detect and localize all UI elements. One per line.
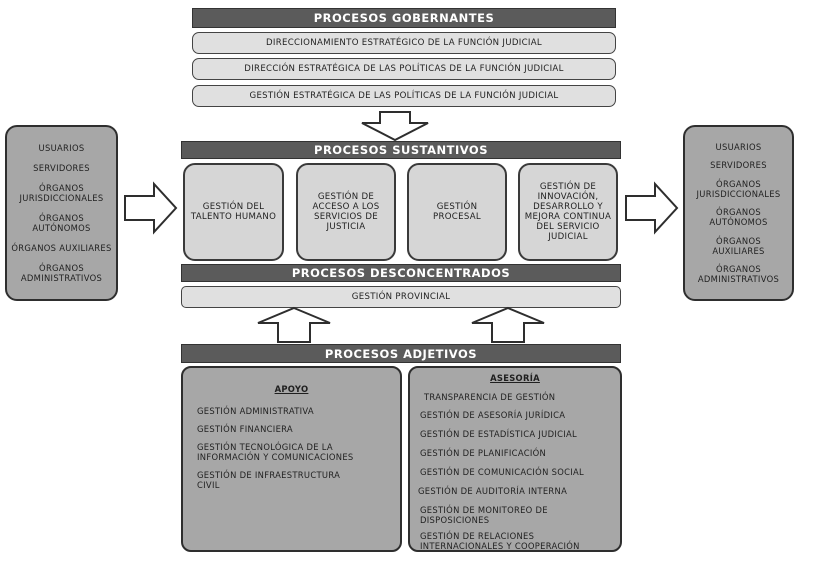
asesoria-item: GESTIÓN DE PLANIFICACIÓN [420, 448, 547, 458]
asesoria-item: GESTIÓN DE MONITOREO DE DISPOSICIONES [420, 505, 548, 525]
left-item: ÓRGANOS AUTÓNOMOS [32, 213, 91, 233]
panel-asesoria: ASESORÍA TRANSPARENCIA DE GESTIÓN GESTIÓ… [408, 366, 622, 552]
box-gestion-procesal: GESTIÓN PROCESAL [407, 163, 507, 261]
apoyo-item: GESTIÓN FINANCIERA [197, 424, 293, 434]
up-arrow-icon [471, 306, 545, 343]
right-arrow-icon [625, 181, 679, 235]
right-item: ÓRGANOS AUTÓNOMOS [709, 207, 768, 228]
header-procesos-adjetivos: PROCESOS ADJETIVOS [181, 344, 621, 363]
up-arrow-icon [257, 306, 331, 343]
box-acceso-justicia: GESTIÓN DE ACCESO A LOS SERVICIOS DE JUS… [296, 163, 396, 261]
gobernante-item-gestion: GESTIÓN ESTRATÉGICA DE LAS POLÍTICAS DE … [192, 85, 616, 107]
header-procesos-desconcentrados: PROCESOS DESCONCENTRADOS [181, 264, 621, 282]
asesoria-item: TRANSPARENCIA DE GESTIÓN [424, 392, 556, 402]
asesoria-item: GESTIÓN DE ASESORÍA JURÍDICA [420, 410, 566, 420]
asesoria-item: GESTIÓN DE RELACIONES INTERNACIONALES Y … [420, 531, 580, 551]
left-item: SERVIDORES [33, 163, 90, 173]
left-item: ÓRGANOS AUXILIARES [11, 243, 112, 253]
left-item: USUARIOS [38, 143, 85, 153]
down-arrow-icon [361, 111, 429, 142]
right-item: ÓRGANOS AUXILIARES [712, 235, 765, 256]
panel-apoyo: APOYO GESTIÓN ADMINISTRATIVA GESTIÓN FIN… [181, 366, 402, 552]
right-arrow-icon [124, 181, 178, 235]
apoyo-item: GESTIÓN ADMINISTRATIVA [197, 406, 314, 416]
right-stakeholders-panel: USUARIOS SERVIDORES ÓRGANOS JURISDICCION… [683, 125, 794, 301]
apoyo-item: GESTIÓN DE INFRAESTRUCTURA CIVIL [197, 470, 341, 490]
right-item: USUARIOS [715, 141, 762, 152]
desconcentrado-gestion-provincial: GESTIÓN PROVINCIAL [181, 286, 621, 308]
asesoria-item: GESTIÓN DE ESTADÍSTICA JUDICIAL [420, 429, 577, 439]
gobernante-item-direccionamiento: DIRECCIONAMIENTO ESTRATÉGICO DE LA FUNCI… [192, 32, 616, 54]
left-item: ÓRGANOS JURISDICCIONALES [19, 183, 104, 203]
header-procesos-gobernantes: PROCESOS GOBERNANTES [192, 8, 616, 28]
apoyo-item: GESTIÓN TECNOLÓGICA DE LA INFORMACIÓN Y … [197, 442, 354, 462]
left-item: ÓRGANOS ADMINISTRATIVOS [20, 263, 103, 283]
gobernante-item-direccion: DIRECCIÓN ESTRATÉGICA DE LAS POLÍTICAS D… [192, 58, 616, 80]
asesoria-item: GESTIÓN DE COMUNICACIÓN SOCIAL [420, 467, 585, 477]
box-innovacion: GESTIÓN DE INNOVACIÓN, DESARROLLO Y MEJO… [518, 163, 618, 261]
asesoria-item: GESTIÓN DE AUDITORÍA INTERNA [418, 486, 568, 496]
apoyo-title: APOYO [274, 384, 309, 394]
header-procesos-sustantivos: PROCESOS SUSTANTIVOS [181, 141, 621, 159]
right-item: ÓRGANOS JURISDICCIONALES [696, 178, 781, 199]
box-talento-humano: GESTIÓN DEL TALENTO HUMANO [183, 163, 284, 261]
left-stakeholders-panel: USUARIOS SERVIDORES ÓRGANOS JURISDICCION… [5, 125, 118, 301]
right-item: ÓRGANOS ADMINISTRATIVOS [697, 264, 780, 285]
right-item: SERVIDORES [710, 160, 767, 171]
asesoria-title: ASESORÍA [490, 373, 540, 383]
